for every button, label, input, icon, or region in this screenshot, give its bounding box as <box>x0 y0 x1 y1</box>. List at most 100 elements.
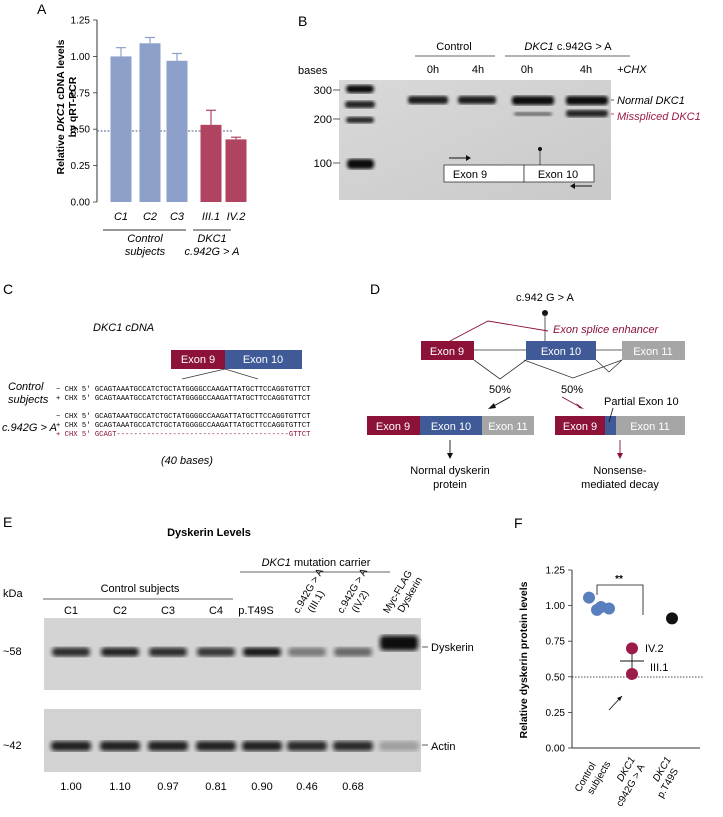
lane-c4: C4 <box>209 605 223 617</box>
band-dyskerin <box>52 647 90 657</box>
panel-letter-d: D <box>370 281 380 297</box>
category-label-a: III.1 <box>202 211 220 223</box>
forward-primer-arrow <box>466 155 471 161</box>
band-dyskerin <box>149 647 187 657</box>
label-misspliced-dkc1: Misspliced DKC1 <box>617 111 701 123</box>
sequence-row: + CHX 5′ GCAGTAAATGCCATCTGCTATGGGGCCAAGA… <box>56 422 311 430</box>
panel-c: C DKC1 cDNA Exon 9 Exon 10 Control subje… <box>2 281 311 467</box>
band-actin <box>196 741 236 751</box>
inset-mutation-dot <box>538 147 542 151</box>
svg-text:Relative DKC1 cDNA levels: Relative DKC1 cDNA levels <box>55 39 67 174</box>
gene-exon11-label: Exon 11 <box>633 346 673 358</box>
normal-protein-2: protein <box>433 479 467 491</box>
cdna-exon9-label: Exon 9 <box>181 354 215 366</box>
ylabel-a-line2: by qRT-PCR <box>67 76 79 137</box>
mis-exon11 <box>616 416 685 435</box>
band-dyskerin <box>101 647 139 657</box>
mut-label-c: c.942G > A <box>2 422 57 434</box>
mutation-label: c.942 G > A <box>516 292 574 304</box>
time-3: 0h <box>521 64 533 76</box>
pct-right: 50% <box>561 384 583 396</box>
data-point-f <box>626 667 638 680</box>
lane-iv2: c.942G > A (IV.2) <box>336 567 372 616</box>
quant-value: 0.81 <box>205 781 226 793</box>
points-f <box>583 591 678 680</box>
y-tick-label-f: 0.25 <box>546 708 566 719</box>
significance-bracket <box>596 584 644 615</box>
group-mut-1: DKC1 <box>197 233 226 245</box>
quant-value: 0.68 <box>342 781 363 793</box>
bar-a <box>225 139 247 202</box>
point-label-iv2: IV.2 <box>645 643 664 655</box>
mis-exon9-label: Exon 9 <box>563 421 597 433</box>
label-control: Control <box>436 41 471 53</box>
panel-a: A Relative DKC1 cDNA levels by qRT-PCR 0… <box>37 1 247 258</box>
sequence-row: + CHX 5′ GCAGT--------------------------… <box>56 431 311 439</box>
y-tick-label-a: 0.00 <box>71 198 91 209</box>
blot-actin <box>44 709 421 772</box>
gene-exon9-label: Exon 9 <box>430 346 464 358</box>
y-tick-label-a: 1.00 <box>71 52 91 63</box>
y-tick-label-f: 0.75 <box>546 637 566 648</box>
time-4: 4h <box>580 64 592 76</box>
kda-label: kDa <box>3 588 23 600</box>
panel-d: D c.942 G > A Exon splice enhancer Exon … <box>367 281 685 491</box>
gene-exon10 <box>526 341 596 360</box>
y-tick-label-a: 0.75 <box>71 88 91 99</box>
category-label-a: C2 <box>143 211 157 223</box>
inset-exon10-label: Exon 10 <box>538 169 578 181</box>
band-dyskerin <box>288 647 326 657</box>
y-tick-label-f: 1.00 <box>546 601 566 612</box>
sequence-alignment: − CHX 5′ GCAGTAAATGCCATCTGCTATGGGGCCAAGA… <box>56 386 311 439</box>
lane-c2: C2 <box>113 605 127 617</box>
panel-letter-e: E <box>3 514 12 530</box>
label-chx: +CHX <box>617 64 647 76</box>
panel-c-title: DKC1 cDNA <box>93 322 154 334</box>
quant-value: 0.46 <box>296 781 317 793</box>
control-label-2: subjects <box>8 394 49 406</box>
data-point-f <box>583 591 595 604</box>
sequence-row: + CHX 5′ GCAGTAAATGCCATCTGCTATGGGGCCAAGA… <box>56 395 311 403</box>
ylabel-a-gene: DKC1 <box>55 103 67 132</box>
label-bases: bases <box>298 65 328 77</box>
quant-value: 1.00 <box>60 781 81 793</box>
quant-value: 0.97 <box>157 781 178 793</box>
normal-exon9-label: Exon 9 <box>376 421 410 433</box>
band-dyskerin-label: Dyskerin <box>431 642 474 654</box>
band-dyskerin <box>380 635 418 651</box>
ylabel-a-pre: Relative <box>55 131 67 174</box>
lane-c3: C3 <box>161 605 175 617</box>
category-label-a: C3 <box>170 211 185 223</box>
panel-b: B Control DKC1 c.942G > A bases 0h 4h 0h… <box>298 13 701 200</box>
cdna-exon10 <box>225 350 302 369</box>
band-actin-label: Actin <box>431 741 455 753</box>
forty-bases: (40 bases) <box>161 455 213 467</box>
gel-ladder <box>345 85 375 169</box>
band-actin <box>51 741 91 751</box>
nmd-2: mediated decay <box>581 479 659 491</box>
y-tick-label-f: 0.50 <box>546 672 566 683</box>
significance-stars: ** <box>615 574 623 585</box>
enhancer-bracket <box>449 320 549 342</box>
band-actin <box>379 741 419 751</box>
band-dyskerin <box>243 647 281 657</box>
band-actin <box>100 741 140 751</box>
panel-letter-f: F <box>514 515 523 531</box>
cdna-exon10-label: Exon 10 <box>243 354 283 366</box>
y-tick-label-a: 1.25 <box>71 16 91 27</box>
gene-exon10-label: Exon 10 <box>541 346 581 358</box>
lane-mycflag: Myc-FLAG Dyskerin <box>382 568 425 615</box>
y-tick-label-a: 0.50 <box>71 125 91 136</box>
y-ticks-a: 0.000.250.500.751.001.25 <box>71 16 97 209</box>
nmd-1: Nonsense- <box>593 465 647 477</box>
y-ticks-f: 0.000.250.500.751.001.25 <box>546 566 572 755</box>
enhancer-label: Exon splice enhancer <box>553 324 660 336</box>
lane-pt49s: p.T49S <box>238 605 273 617</box>
point-label-iii1: III.1 <box>650 662 668 674</box>
mis-exon11-label: Exon 11 <box>630 421 670 433</box>
band-dyskerin <box>334 647 372 657</box>
bar-a <box>166 60 188 202</box>
